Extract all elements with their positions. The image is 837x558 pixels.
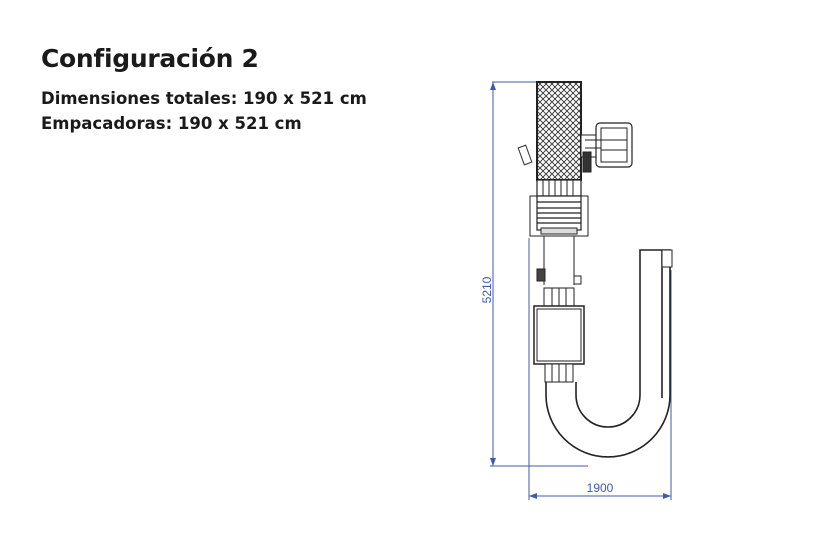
packers-dimensions-text: Empacadoras: 190 x 521 cm bbox=[41, 114, 302, 133]
u-conveyor bbox=[545, 249, 673, 458]
horizontal-dimension-label: 1900 bbox=[587, 481, 614, 495]
vertical-dimension: 5210 bbox=[480, 81, 588, 467]
vertical-dimension-label: 5210 bbox=[480, 276, 494, 303]
hopper-tower bbox=[529, 81, 589, 237]
control-panel bbox=[517, 144, 533, 166]
horizontal-dimension: 1900 bbox=[528, 238, 672, 500]
total-dimensions-text: Dimensiones totales: 190 x 521 cm bbox=[41, 89, 367, 108]
motor-unit bbox=[580, 122, 633, 173]
chute bbox=[536, 236, 582, 309]
page-title: Configuración 2 bbox=[41, 44, 259, 73]
bagging-machine bbox=[533, 305, 585, 383]
